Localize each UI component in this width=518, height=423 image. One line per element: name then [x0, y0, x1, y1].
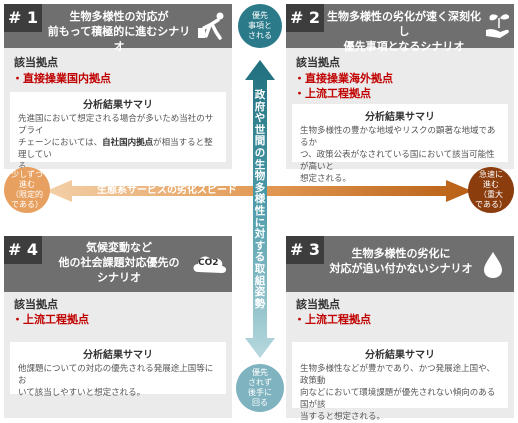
scenario-2-number: # 2: [286, 4, 324, 32]
scenario-3-number: # 3: [286, 236, 324, 264]
axis-top-circle: 優先事項とされる: [238, 4, 282, 48]
scenario-3-summary-text: 生物多様性などが豊かであり、かつ発展途上国や、政策動 向などにおいて環境課題が優…: [292, 361, 508, 423]
summary-line: チェーンにおいては、: [18, 138, 103, 148]
summary-line: 向などにおいて環境課題が優先されない傾向のある国が該: [300, 388, 496, 410]
horizontal-axis-label: 生態系サービスの劣化スピード: [97, 185, 237, 196]
summary-line: 生物多様性の豊かな地域やリスクの顕著な地域であるか: [300, 126, 496, 148]
axis-top-text: 事項と: [248, 21, 272, 30]
summary-line: 当すると想定される。: [300, 412, 386, 422]
scenario-3-summary-title: 分析結果サマリ: [365, 350, 435, 361]
scenario-1-title: 生物多様性の対応が 前もって積極的に進むシナリオ: [44, 9, 194, 54]
co2-text: CO2: [198, 258, 219, 268]
scenario-2-summary-text: 生物多様性の豊かな地域やリスクの顕著な地域であるか つ、政策公表がなされている国…: [292, 123, 508, 185]
scenario-4-number: # 4: [4, 236, 42, 264]
scenario-3-title: 生物多様性の劣化に 対応が追い付かないシナリオ: [326, 246, 476, 276]
axis-bottom-text: されず: [248, 378, 272, 387]
scenario-3-title-line2: 対応が追い付かないシナリオ: [329, 262, 473, 275]
water-drop-icon: [476, 248, 510, 282]
scenario-3-summary: 分析結果サマリ 生物多様性などが豊かであり、かつ発展途上国や、政策動 向などにお…: [292, 342, 508, 422]
scenario-4-header: # 4 気候変動など 他の社会課題対応優先の シナリオ CO2: [4, 236, 232, 292]
summary-line: 生物多様性などが豊かであり、かつ発展途上国や、政策動: [300, 364, 495, 386]
scenario-2-header: # 2 生物多様性の劣化が速く深刻化し 優先事項となるシナリオ: [286, 4, 516, 53]
axis-bottom-text: 後手に: [248, 388, 272, 397]
scenario-2-panel: # 2 生物多様性の劣化が速く深刻化し 優先事項となるシナリオ 該当拠点 ・直接…: [286, 4, 516, 184]
scenario-4-panel: # 4 気候変動など 他の社会課題対応優先の シナリオ CO2 該当拠点 ・上流…: [4, 236, 232, 418]
axis-left-text: である）: [11, 200, 43, 209]
scenario-3-header: # 3 生物多様性の劣化に 対応が追い付かないシナリオ: [286, 236, 514, 292]
scenario-3-location: ・上流工程拠点: [294, 313, 371, 326]
scenario-4-title-line2: 他の社会課題対応優先の: [58, 256, 180, 269]
summary-line: 先進国において想定される場合が多いため当社のサプライ: [18, 114, 214, 136]
scenario-2-title-line1: 生物多様性の劣化が速く深刻化し: [327, 10, 481, 38]
axis-left-text: （限定的: [11, 190, 43, 199]
scenario-1-location-label: 該当拠点: [14, 56, 58, 69]
person-pushing-icon: [196, 8, 230, 42]
scenario-1-summary: 分析結果サマリ 先進国において想定される場合が多いため当社のサプライ チェーンに…: [10, 92, 226, 172]
scenario-2-location: ・上流工程拠点: [294, 87, 371, 100]
scenario-4-location-label: 該当拠点: [14, 298, 58, 311]
scenario-4-summary-title: 分析結果サマリ: [83, 350, 153, 361]
axis-left-circle: 少しずつ進む（限定的である）: [4, 167, 50, 213]
plant-hand-icon: [482, 8, 516, 42]
scenario-1-summary-title: 分析結果サマリ: [83, 100, 153, 111]
axis-bottom-text: 回る: [252, 398, 268, 407]
scenario-4-summary: 分析結果サマリ 他課題についての対応の優先される発展途上国等にお いて該当しやす…: [10, 342, 226, 398]
scenario-2-location: ・直接操業海外拠点: [294, 72, 393, 85]
axis-right-text: （重大: [478, 190, 503, 199]
scenario-4-location: ・上流工程拠点: [12, 313, 89, 326]
co2-cloud-icon: CO2: [190, 246, 230, 280]
axis-bottom-text: 優先: [252, 368, 268, 377]
axis-right-circle: 急速に進む（重大である）: [468, 167, 514, 213]
scenario-1-title-line2: 前もって積極的に進むシナリオ: [47, 25, 191, 53]
axis-top-text: される: [248, 31, 272, 40]
axis-bottom-circle: 優先されず後手に回る: [236, 364, 284, 412]
summary-line: 他課題についての対応の優先される発展途上国等にお: [18, 364, 214, 386]
vertical-axis-label: 政府や世間の生物多様性に対する取組姿勢: [254, 89, 266, 310]
scenario-4-title-line1: 気候変動など: [86, 241, 152, 254]
scenario-1-panel: # 1 生物多様性の対応が 前もって積極的に進むシナリオ 該当拠点 ・直接操業国…: [4, 4, 232, 172]
summary-line: 想定される。: [300, 174, 352, 184]
scenario-1-title-line1: 生物多様性の対応が: [69, 10, 169, 23]
scenario-1-number: # 1: [4, 4, 42, 32]
scenario-2-summary-title: 分析結果サマリ: [365, 112, 435, 123]
summary-highlight: 自社国内拠点: [102, 138, 154, 148]
scenario-1-location: ・直接操業国内拠点: [12, 72, 111, 85]
scenario-2-title: 生物多様性の劣化が速く深刻化し 優先事項となるシナリオ: [322, 9, 486, 54]
scenario-3-title-line1: 生物多様性の劣化に: [351, 247, 451, 260]
axis-left-text: 少しずつ: [11, 170, 43, 179]
scenario-2-location-label: 該当拠点: [296, 56, 340, 69]
scenario-2-title-line2: 優先事項となるシナリオ: [343, 40, 465, 53]
axis-top-text: 優先: [252, 11, 268, 20]
scenario-4-title-line3: シナリオ: [97, 271, 141, 284]
axis-right-text: である）: [475, 200, 507, 209]
vertical-arrow: [245, 60, 275, 358]
scenario-2-summary: 分析結果サマリ 生物多様性の豊かな地域やリスクの顕著な地域であるか つ、政策公表…: [292, 104, 508, 184]
scenario-4-title: 気候変動など 他の社会課題対応優先の シナリオ: [44, 240, 194, 285]
scenario-3-panel: # 3 生物多様性の劣化に 対応が追い付かないシナリオ 該当拠点 ・上流工程拠点…: [286, 236, 514, 422]
summary-line: が相当すると整理してい: [18, 138, 213, 160]
scenario-1-header: # 1 生物多様性の対応が 前もって積極的に進むシナリオ: [4, 4, 232, 53]
summary-line: いて該当しやすいと想定される。: [18, 388, 146, 398]
axis-right-text: 急速に: [478, 170, 503, 179]
axis-right-text: 進む: [482, 180, 499, 189]
scenario-4-summary-text: 他課題についての対応の優先される発展途上国等にお いて該当しやすいと想定される。: [10, 361, 226, 399]
summary-line: つ、政策公表がなされている国において該当可能性が高いと: [300, 150, 495, 172]
scenario-3-location-label: 該当拠点: [296, 298, 340, 311]
axis-left-text: 進む: [19, 180, 35, 189]
